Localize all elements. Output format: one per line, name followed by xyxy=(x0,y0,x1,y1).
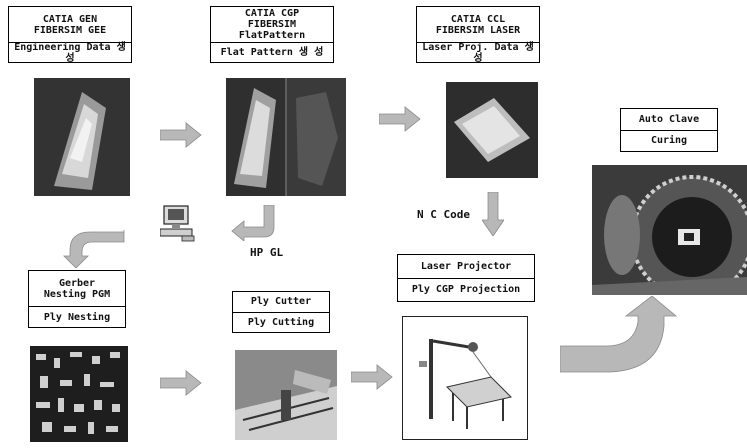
step-laser-projector-title: Laser Projector xyxy=(398,255,534,278)
nc-code-label: N C Code xyxy=(417,208,470,221)
step-gerber-task: Ply Nesting xyxy=(29,306,125,327)
step-ply-cutter-title: Ply Cutter xyxy=(233,292,329,312)
arrow-right-1 xyxy=(160,122,202,148)
ply-cutting-image xyxy=(235,350,337,440)
engineering-data-image xyxy=(34,78,130,196)
step-gerber-label: Gerber Nesting PGM Ply Nesting xyxy=(28,270,126,328)
ply-nesting-image xyxy=(30,346,128,442)
arrow-right-4 xyxy=(351,364,393,390)
step-catia-gen-task: Engineering Data 생 성 xyxy=(9,42,131,62)
step-ply-cutter-label: Ply Cutter Ply Cutting xyxy=(232,291,330,333)
step-catia-ccl-title1: CATIA CCL xyxy=(451,14,505,25)
step-catia-cgp-title1: CATIA CGP xyxy=(245,8,299,19)
hpgl-label: HP GL xyxy=(250,246,283,259)
step-catia-cgp-task: Flat Pattern 생 성 xyxy=(211,42,333,62)
step-catia-gen-label: CATIA GEN FIBERSIM GEE Engineering Data … xyxy=(8,6,132,63)
step-gerber-title1: Gerber xyxy=(59,278,95,289)
step-laser-projector-label: Laser Projector Ply CGP Projection xyxy=(397,254,535,302)
step-autoclave-task: Curing xyxy=(621,130,717,152)
big-curved-arrow-up-right xyxy=(560,296,678,374)
step-catia-gen-title1: CATIA GEN xyxy=(43,14,97,25)
step-catia-ccl-title2: FIBERSIM LASER xyxy=(436,25,520,36)
laser-projector-image xyxy=(402,316,528,440)
step-autoclave-label: Auto Clave Curing xyxy=(620,108,718,152)
step-laser-projector-task: Ply CGP Projection xyxy=(398,278,534,302)
computer-icon xyxy=(160,204,196,242)
arrow-down-nc xyxy=(482,192,504,236)
arrow-right-3 xyxy=(160,370,202,396)
step-catia-ccl-label: CATIA CCL FIBERSIM LASER Laser Proj. Dat… xyxy=(416,6,540,63)
step-autoclave-title: Auto Clave xyxy=(621,109,717,130)
curved-arrow-down-left-gerber xyxy=(62,228,128,268)
step-catia-cgp-title2: FIBERSIM FlatPattern xyxy=(213,19,331,41)
flat-pattern-image xyxy=(226,78,346,196)
arrow-right-2 xyxy=(379,106,421,132)
autoclave-image xyxy=(592,165,747,295)
step-catia-cgp-label: CATIA CGP FIBERSIM FlatPattern Flat Patt… xyxy=(210,6,334,63)
laser-proj-data-image xyxy=(446,82,538,178)
step-catia-gen-title2: FIBERSIM GEE xyxy=(34,25,106,36)
step-gerber-title2: Nesting PGM xyxy=(44,289,110,300)
step-ply-cutter-task: Ply Cutting xyxy=(233,312,329,333)
step-catia-ccl-task: Laser Proj. Data 생 성 xyxy=(417,42,539,62)
curved-arrow-down-left-hpgl xyxy=(230,205,276,241)
